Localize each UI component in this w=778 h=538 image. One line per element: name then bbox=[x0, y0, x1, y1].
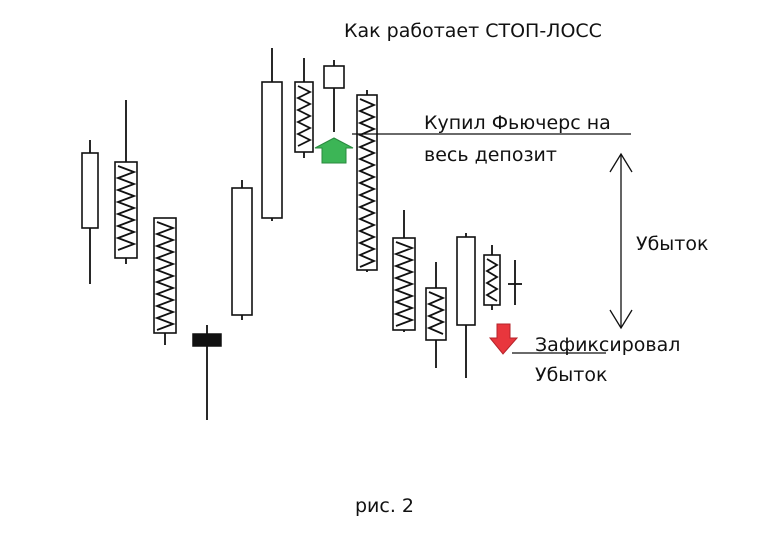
candle-doji bbox=[192, 325, 222, 420]
buy-annotation-line1: Купил Фьючерс на bbox=[424, 112, 611, 134]
candle-cross bbox=[508, 260, 522, 305]
page-title: Как работает СТОП-ЛОСС bbox=[344, 20, 602, 42]
candle-bull bbox=[261, 48, 283, 221]
stop-annotation-line1: Зафиксировал bbox=[535, 334, 681, 356]
figure-caption: рис. 2 bbox=[355, 495, 415, 517]
candle-bear bbox=[114, 100, 138, 264]
buy-annotation-line2: весь депозит bbox=[424, 144, 557, 166]
candle-bear bbox=[483, 245, 501, 310]
candlesticks bbox=[81, 48, 522, 420]
loss-range-arrow bbox=[609, 152, 633, 330]
candle-bear bbox=[294, 58, 314, 158]
candle-bull bbox=[456, 233, 476, 378]
loss-label: Убыток bbox=[636, 233, 709, 255]
candle-bull bbox=[231, 180, 253, 320]
sell-arrow-icon bbox=[488, 323, 519, 355]
candle-bull bbox=[81, 140, 99, 284]
candle-bear bbox=[356, 90, 378, 272]
stop-annotation-line2: Убыток bbox=[535, 364, 608, 386]
buy-arrow-icon bbox=[314, 137, 354, 164]
candle-bear bbox=[153, 217, 177, 345]
candle-bull bbox=[323, 60, 345, 132]
candle-bear bbox=[392, 210, 416, 332]
candle-bear bbox=[425, 262, 447, 368]
